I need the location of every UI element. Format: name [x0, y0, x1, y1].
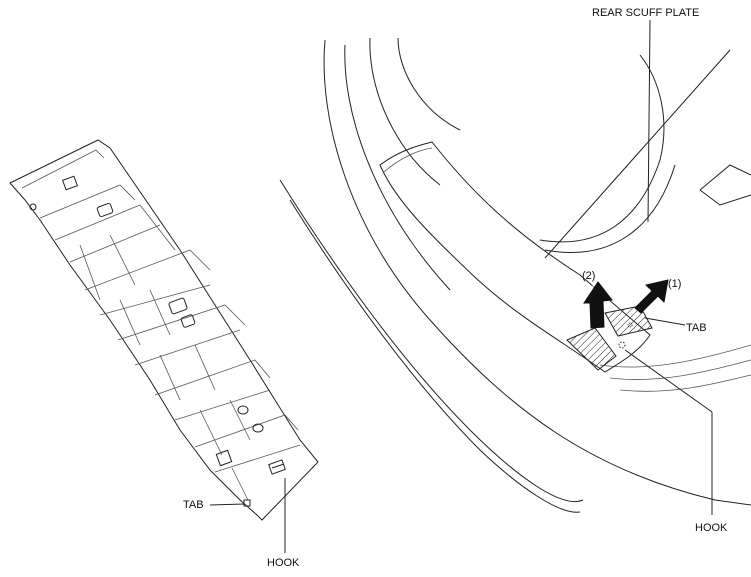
left-tab-label: TAB	[183, 499, 204, 511]
right-tab-label: TAB	[686, 322, 707, 334]
trim-panel-back-view	[9, 139, 319, 521]
arrow-step-2	[581, 281, 613, 329]
hook-clip-marker	[618, 341, 626, 349]
rear-scuff-plate	[379, 141, 651, 373]
right-hook-leader	[624, 349, 713, 413]
step-1-label: (1)	[668, 278, 681, 290]
right-hook-label: HOOK	[695, 522, 728, 534]
step-2-label: (2)	[582, 270, 595, 282]
scuff-plate-leader-vertical	[647, 19, 651, 223]
left-tab-feature	[243, 499, 251, 507]
left-tab-leader	[209, 503, 245, 506]
left-hook-feature	[268, 459, 286, 475]
arrow-step-1	[632, 279, 669, 314]
right-hook-hatch	[566, 327, 617, 371]
scuff-plate-leader-diagonal	[544, 49, 731, 259]
right-tab-hatch	[604, 305, 653, 337]
tab-clip-marker	[627, 322, 633, 328]
left-hook-label: HOOK	[267, 557, 300, 569]
vehicle-body-view	[279, 37, 751, 513]
right-tab-leader	[644, 317, 686, 326]
rear-scuff-plate-label: REAR SCUFF PLATE	[592, 7, 699, 19]
